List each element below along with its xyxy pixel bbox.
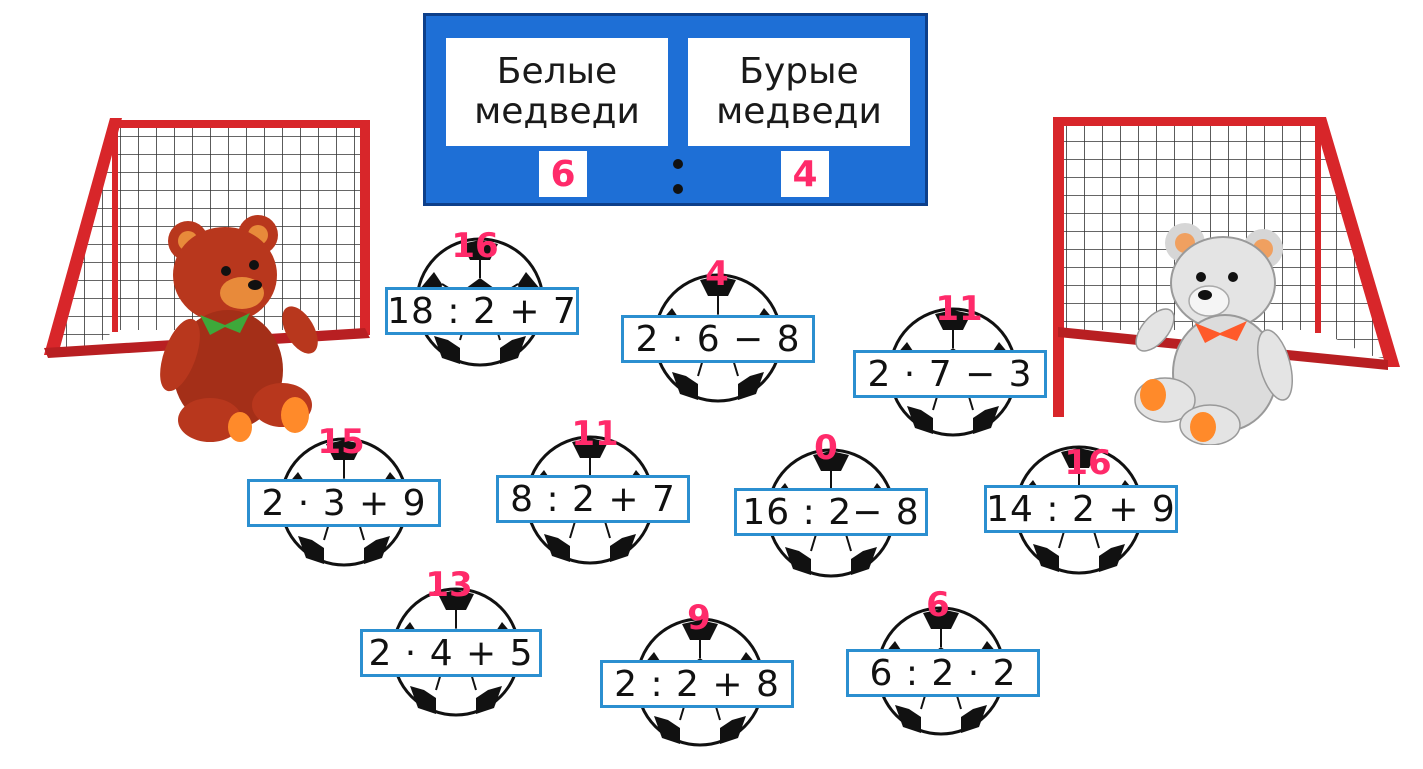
expression-card: 2 · 4 + 5: [360, 629, 542, 677]
expression-card: 6 : 2 · 2: [846, 649, 1040, 697]
team-brown-bears: Бурые медведи: [688, 38, 910, 146]
answer-label: 11: [935, 289, 983, 329]
answer-label: 6: [926, 585, 950, 625]
expression-card: 2 · 7 − 3: [853, 350, 1047, 398]
answer-label: 16: [1064, 443, 1112, 483]
expression-card: 16 : 2− 8: [734, 488, 928, 536]
answer-label: 15: [317, 422, 365, 462]
expression-card: 2 · 6 − 8: [621, 315, 815, 363]
scoreboard: Белые медведи Бурые медведи 6 4: [423, 13, 928, 206]
white-bears-score: 6: [539, 151, 587, 197]
score-colon: [669, 151, 687, 201]
team-brown-bears-line1: Бурые: [739, 51, 859, 92]
white-teddy-bear-icon: [1134, 223, 1293, 445]
answer-label: 13: [425, 565, 473, 605]
expression-card: 8 : 2 + 7: [496, 475, 690, 523]
team-white-bears-line1: Белые: [496, 51, 618, 92]
answer-label: 4: [705, 254, 729, 294]
team-brown-bears-line2: медведи: [716, 91, 882, 132]
team-white-bears-line2: медведи: [474, 91, 640, 132]
answer-label: 11: [571, 414, 619, 454]
team-white-bears: Белые медведи: [446, 38, 668, 146]
brown-bears-score: 4: [781, 151, 829, 197]
answer-label: 16: [451, 226, 499, 266]
answer-label: 9: [687, 598, 711, 638]
answer-label: 0: [814, 428, 838, 468]
expression-card: 14 : 2 + 9: [984, 485, 1178, 533]
expression-card: 18 : 2 + 7: [385, 287, 579, 335]
expression-card: 2 · 3 + 9: [247, 479, 441, 527]
brown-teddy-bear-icon: [160, 215, 318, 442]
expression-card: 2 : 2 + 8: [600, 660, 794, 708]
